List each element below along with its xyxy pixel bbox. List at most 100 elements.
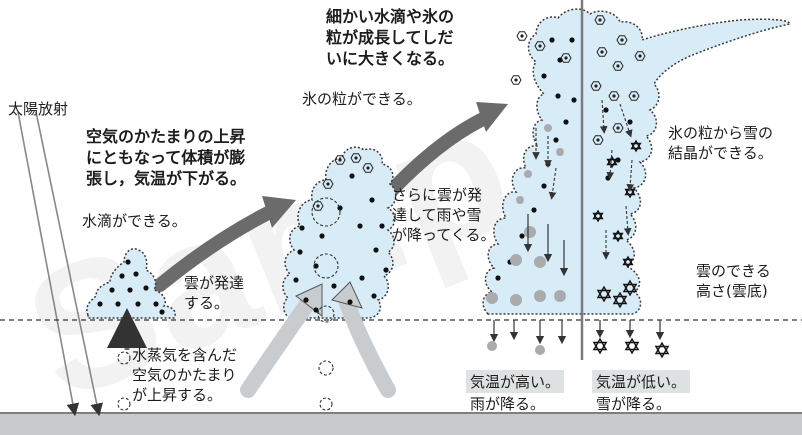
water-droplet bbox=[495, 275, 501, 281]
snow-crystal-icon bbox=[592, 337, 608, 351]
label-temp-low: 気温が低い。 bbox=[592, 370, 691, 393]
ice-particle-core bbox=[366, 166, 370, 170]
ground bbox=[0, 414, 802, 435]
raindrop bbox=[556, 148, 564, 156]
ice-particle-core bbox=[616, 64, 620, 68]
ice-particle-icon bbox=[590, 81, 602, 91]
water-droplet bbox=[531, 207, 537, 213]
snow-crystal-icon bbox=[592, 212, 604, 223]
ice-particle-core bbox=[632, 94, 636, 98]
water-droplet bbox=[127, 287, 133, 293]
ice-particle-core bbox=[514, 78, 518, 82]
ice-particle-icon bbox=[362, 163, 374, 173]
ice-particle-icon bbox=[334, 155, 346, 165]
raindrop bbox=[516, 196, 524, 204]
ice-particle-icon bbox=[616, 35, 628, 45]
water-droplet bbox=[97, 301, 103, 307]
label-ice-particles-form: 氷の粒ができる。 bbox=[302, 90, 422, 108]
ice-particle-core bbox=[326, 182, 330, 186]
water-droplet bbox=[359, 275, 365, 281]
label-temp-high: 気温が高い。 bbox=[466, 370, 565, 393]
ice-particle-core bbox=[564, 56, 568, 60]
snow-crystal-icon bbox=[630, 139, 642, 150]
snow-crystal-icon bbox=[612, 295, 628, 309]
ice-particle-icon bbox=[516, 31, 528, 41]
ice-particle-icon bbox=[560, 53, 572, 63]
solar-ray-1 bbox=[17, 111, 80, 417]
raindrop bbox=[534, 290, 546, 302]
ice-particle-core bbox=[520, 34, 524, 38]
water-droplet bbox=[119, 273, 125, 279]
snow-crystal-icon bbox=[622, 258, 634, 269]
growth-arrow-2-head bbox=[476, 102, 508, 132]
label-vapor-air-rises: 水蒸気を含んだ 空気のかたまり が上昇する。 bbox=[132, 346, 238, 404]
raindrop bbox=[535, 345, 545, 355]
dashed-arrow bbox=[623, 205, 632, 236]
solar-ray-2 bbox=[35, 111, 103, 417]
water-droplet bbox=[603, 107, 609, 113]
growth-arrow-1-head bbox=[262, 196, 296, 228]
ice-particle-icon bbox=[322, 179, 334, 189]
label-snow-falls: 雪が降る。 bbox=[596, 395, 672, 413]
ice-particle-icon bbox=[596, 47, 608, 57]
water-droplet bbox=[299, 225, 305, 231]
updraft-arrow-right-head bbox=[331, 281, 363, 309]
raindrop bbox=[510, 294, 522, 306]
water-droplet bbox=[615, 157, 621, 163]
raindrop bbox=[487, 341, 497, 351]
label-rising-air-expands: 空気のかたまりの上昇 にともなって体積が膨 張し，気温が下がる。 bbox=[86, 127, 247, 189]
air-parcel-icon bbox=[319, 397, 333, 411]
water-droplet bbox=[109, 287, 115, 293]
growth-arrow-1 bbox=[153, 205, 277, 292]
ice-particle-icon bbox=[510, 75, 522, 85]
water-droplet bbox=[357, 223, 363, 229]
ice-particle-core bbox=[338, 158, 342, 162]
water-droplet bbox=[549, 37, 555, 43]
ice-particle-core bbox=[612, 94, 616, 98]
snow-crystal-icon bbox=[622, 279, 638, 293]
ice-particle-core bbox=[538, 44, 542, 48]
water-droplet bbox=[125, 259, 131, 265]
water-droplet bbox=[555, 93, 561, 99]
water-droplet bbox=[563, 119, 569, 125]
snow-crystal-icon bbox=[624, 337, 640, 351]
water-droplet bbox=[371, 293, 377, 299]
label-droplets-form: 水滴ができる。 bbox=[82, 212, 187, 230]
ice-particle-icon bbox=[612, 61, 624, 71]
snow-crystal-icon bbox=[606, 158, 618, 169]
ice-particle-core bbox=[596, 138, 600, 142]
water-droplet bbox=[605, 175, 611, 181]
ice-particle-core bbox=[638, 54, 642, 58]
water-droplet bbox=[569, 37, 575, 43]
air-parcel-icon bbox=[311, 197, 341, 227]
ice-particle-icon bbox=[534, 41, 546, 51]
water-droplet bbox=[297, 249, 303, 255]
large-cloud bbox=[482, 8, 791, 315]
snow-crystal-icon bbox=[592, 341, 608, 355]
updraft-arrow-left bbox=[240, 292, 318, 398]
air-parcel-icon bbox=[313, 253, 339, 279]
label-cloud-base-height: 雲のできる 高さ(雲底) bbox=[696, 262, 771, 300]
air-parcel-icon bbox=[117, 397, 131, 411]
raindrop bbox=[524, 170, 532, 178]
raindrop bbox=[486, 292, 498, 304]
snow-crystal-icon bbox=[654, 345, 670, 359]
ice-particle-icon bbox=[312, 201, 324, 211]
snow-crystal-icon bbox=[622, 283, 638, 297]
snow-crystal-icon bbox=[612, 232, 624, 243]
growth-arrow-2 bbox=[385, 111, 492, 197]
water-droplet bbox=[115, 301, 121, 307]
ice-particle-icon bbox=[594, 15, 606, 25]
raindrop bbox=[554, 290, 566, 302]
water-droplet bbox=[627, 119, 633, 125]
snow-crystal-icon bbox=[630, 142, 642, 153]
ice-particle-core bbox=[600, 50, 604, 54]
water-droplet bbox=[143, 285, 149, 291]
air-parcel-icon bbox=[317, 305, 335, 323]
ice-particle-core bbox=[354, 156, 358, 160]
label-solar-radiation: 太陽放射 bbox=[8, 100, 69, 118]
water-droplet bbox=[519, 233, 525, 239]
raindrop bbox=[510, 254, 522, 266]
medium-cloud bbox=[282, 146, 397, 319]
label-cloud-develops-further: さらに雲が発 達して雨や雪 が降ってくる。 bbox=[392, 186, 496, 244]
